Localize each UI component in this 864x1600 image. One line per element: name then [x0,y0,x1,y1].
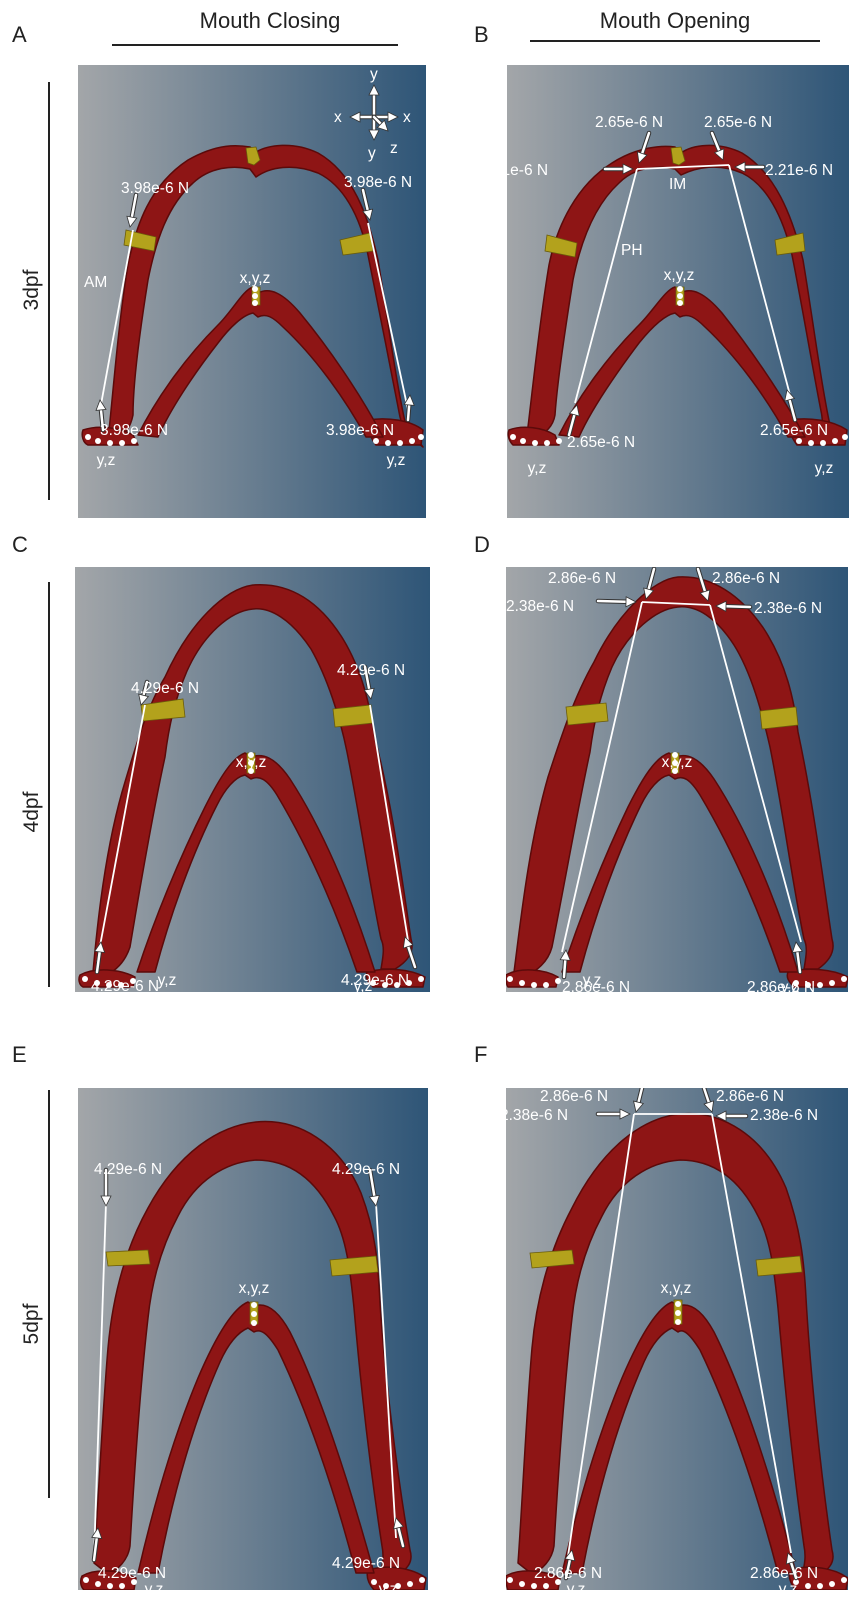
row-line-3dpf [48,82,50,500]
panel-f-model: 2.86e-6 N 2.86e-6 N 2.38e-6 N 2.38e-6 N 2.86… [506,1088,848,1590]
force-label-side-right: 2.21e-6 N [765,162,833,179]
force-label-top-left: 4.29e-6 N [131,680,199,697]
panel-letter-d: D [474,532,490,558]
joint-cartilage-left [106,1250,150,1266]
bc-label-left: y,z [145,1581,164,1590]
force-label-top-right: 2.86e-6 N [716,1088,784,1105]
force-label-top-right: 3.98e-6 N [344,174,412,191]
row-line-4dpf [48,582,50,987]
panel-letter-b: B [474,22,489,48]
axis-label-y-up: y [370,66,378,83]
muscle-label-am: AM [84,274,107,291]
force-label-bot-right: 2.86e-6 N [750,1565,818,1582]
bc-label-right: y,z [781,979,800,992]
panel-d-model: 2.86e-6 N2.86e-6 N2.38e-6 N2.38e-6 N2.86… [506,567,848,992]
row-label-3dpf: 3dpf [20,250,44,330]
bc-label-right: y,z [387,452,406,469]
force-label-bot-right: 2.65e-6 N [760,422,828,439]
force-label-side-right: 2.38e-6 N [754,600,822,617]
panel-letter-a: A [12,22,27,48]
fixed-nodes-center [675,1301,681,1325]
force-label-side-left: 2.38e-6 N [506,598,574,615]
bc-label-center: x,y,z [236,754,267,771]
force-label-bot-right: 3.98e-6 N [326,422,394,439]
force-label-top-left: 4.29e-6 N [94,1161,162,1178]
bc-label-center: x,y,z [662,754,693,771]
force-label-top-left: 2.86e-6 N [540,1088,608,1105]
bc-label-left: y,z [583,972,602,989]
joint-cartilage-right [760,707,798,729]
column-title-opening: Mouth Opening [530,8,820,34]
bc-label-right: y,z [815,460,834,477]
column-rule-closing [112,44,398,46]
force-label-bot-left: 4.29e-6 N [91,978,159,992]
row-label-5dpf: 5dpf [20,1284,44,1364]
fixed-nodes-center [677,286,683,306]
fixed-nodes-center [251,1302,257,1326]
bc-label-left: y,z [567,1581,586,1590]
force-label-bot-right: 4.29e-6 N [332,1555,400,1572]
force-label-bot-left: 3.98e-6 N [100,422,168,439]
joint-cartilage-left [566,703,608,725]
axis-label-z: z [390,140,398,157]
bc-label-left: y,z [97,452,116,469]
force-label-bot-left: 4.29e-6 N [98,1565,166,1582]
force-label-side-left: 2.38e-6 N [506,1107,568,1124]
bc-label-center: x,y,z [664,267,695,284]
panel-e-model: 4.29e-6 N 4.29e-6 N 4.29e-6 N 4.29e-6 N x,y,… [78,1088,428,1590]
bc-label-left: y,z [528,460,547,477]
force-label-bot-left: 2.86e-6 N [534,1565,602,1582]
force-label-top-right: 2.65e-6 N [704,114,772,131]
muscle-label-im: IM [669,176,686,193]
bc-label-left: y,z [158,972,177,989]
force-label-side-left: 2.21e-6 N [507,162,548,179]
panel-a-model: 3.98e-6 N 3.98e-6 N 3.98e-6 N 3.98e-6 N AM x,… [78,65,426,518]
bc-label-center: x,y,z [661,1280,692,1297]
joint-cartilage-right [756,1256,802,1276]
panel-letter-f: F [474,1042,487,1068]
joint-cartilage-right [330,1256,378,1276]
force-label-side-right: 2.38e-6 N [750,1107,818,1124]
bc-label-center: x,y,z [240,270,271,287]
force-label-bot-left: 2.65e-6 N [567,434,635,451]
axis-label-x-right: x [403,109,411,126]
axis-label-y-down: y [368,145,376,162]
force-label-top-left: 3.98e-6 N [121,180,189,197]
column-title-closing: Mouth Closing [125,8,415,34]
bc-label-right: y,z [779,1581,798,1590]
row-line-5dpf [48,1090,50,1498]
muscle-label-ph: PH [621,242,643,259]
row-label-4dpf: 4dpf [20,772,44,852]
force-label-top-right: 2.86e-6 N [712,570,780,587]
force-label-bot-right: 4.29e-6 N [341,972,409,989]
axis-label-x-left: x [334,109,342,126]
force-label-top-right: 4.29e-6 N [332,1161,400,1178]
force-label-top-right: 4.29e-6 N [337,662,405,679]
column-rule-opening [530,40,820,42]
panel-letter-c: C [12,532,28,558]
fixed-nodes-center [252,286,258,306]
bc-label-right: y,z [379,1581,398,1590]
bc-label-right: y,z [354,978,373,992]
bc-label-center: x,y,z [239,1280,270,1297]
panel-b-model: 2.65e-6 N 2.65e-6 N 2.21e-6 N 2.21e-6 N 2.65… [507,65,849,518]
force-label-top-left: 2.65e-6 N [595,114,663,131]
panel-c-model: 4.29e-6 N 4.29e-6 N 4.29e-6 N 4.29e-6 N x,y,… [75,567,430,992]
force-label-top-left: 2.86e-6 N [548,570,616,587]
panel-letter-e: E [12,1042,27,1068]
joint-cartilage-right [333,705,373,727]
